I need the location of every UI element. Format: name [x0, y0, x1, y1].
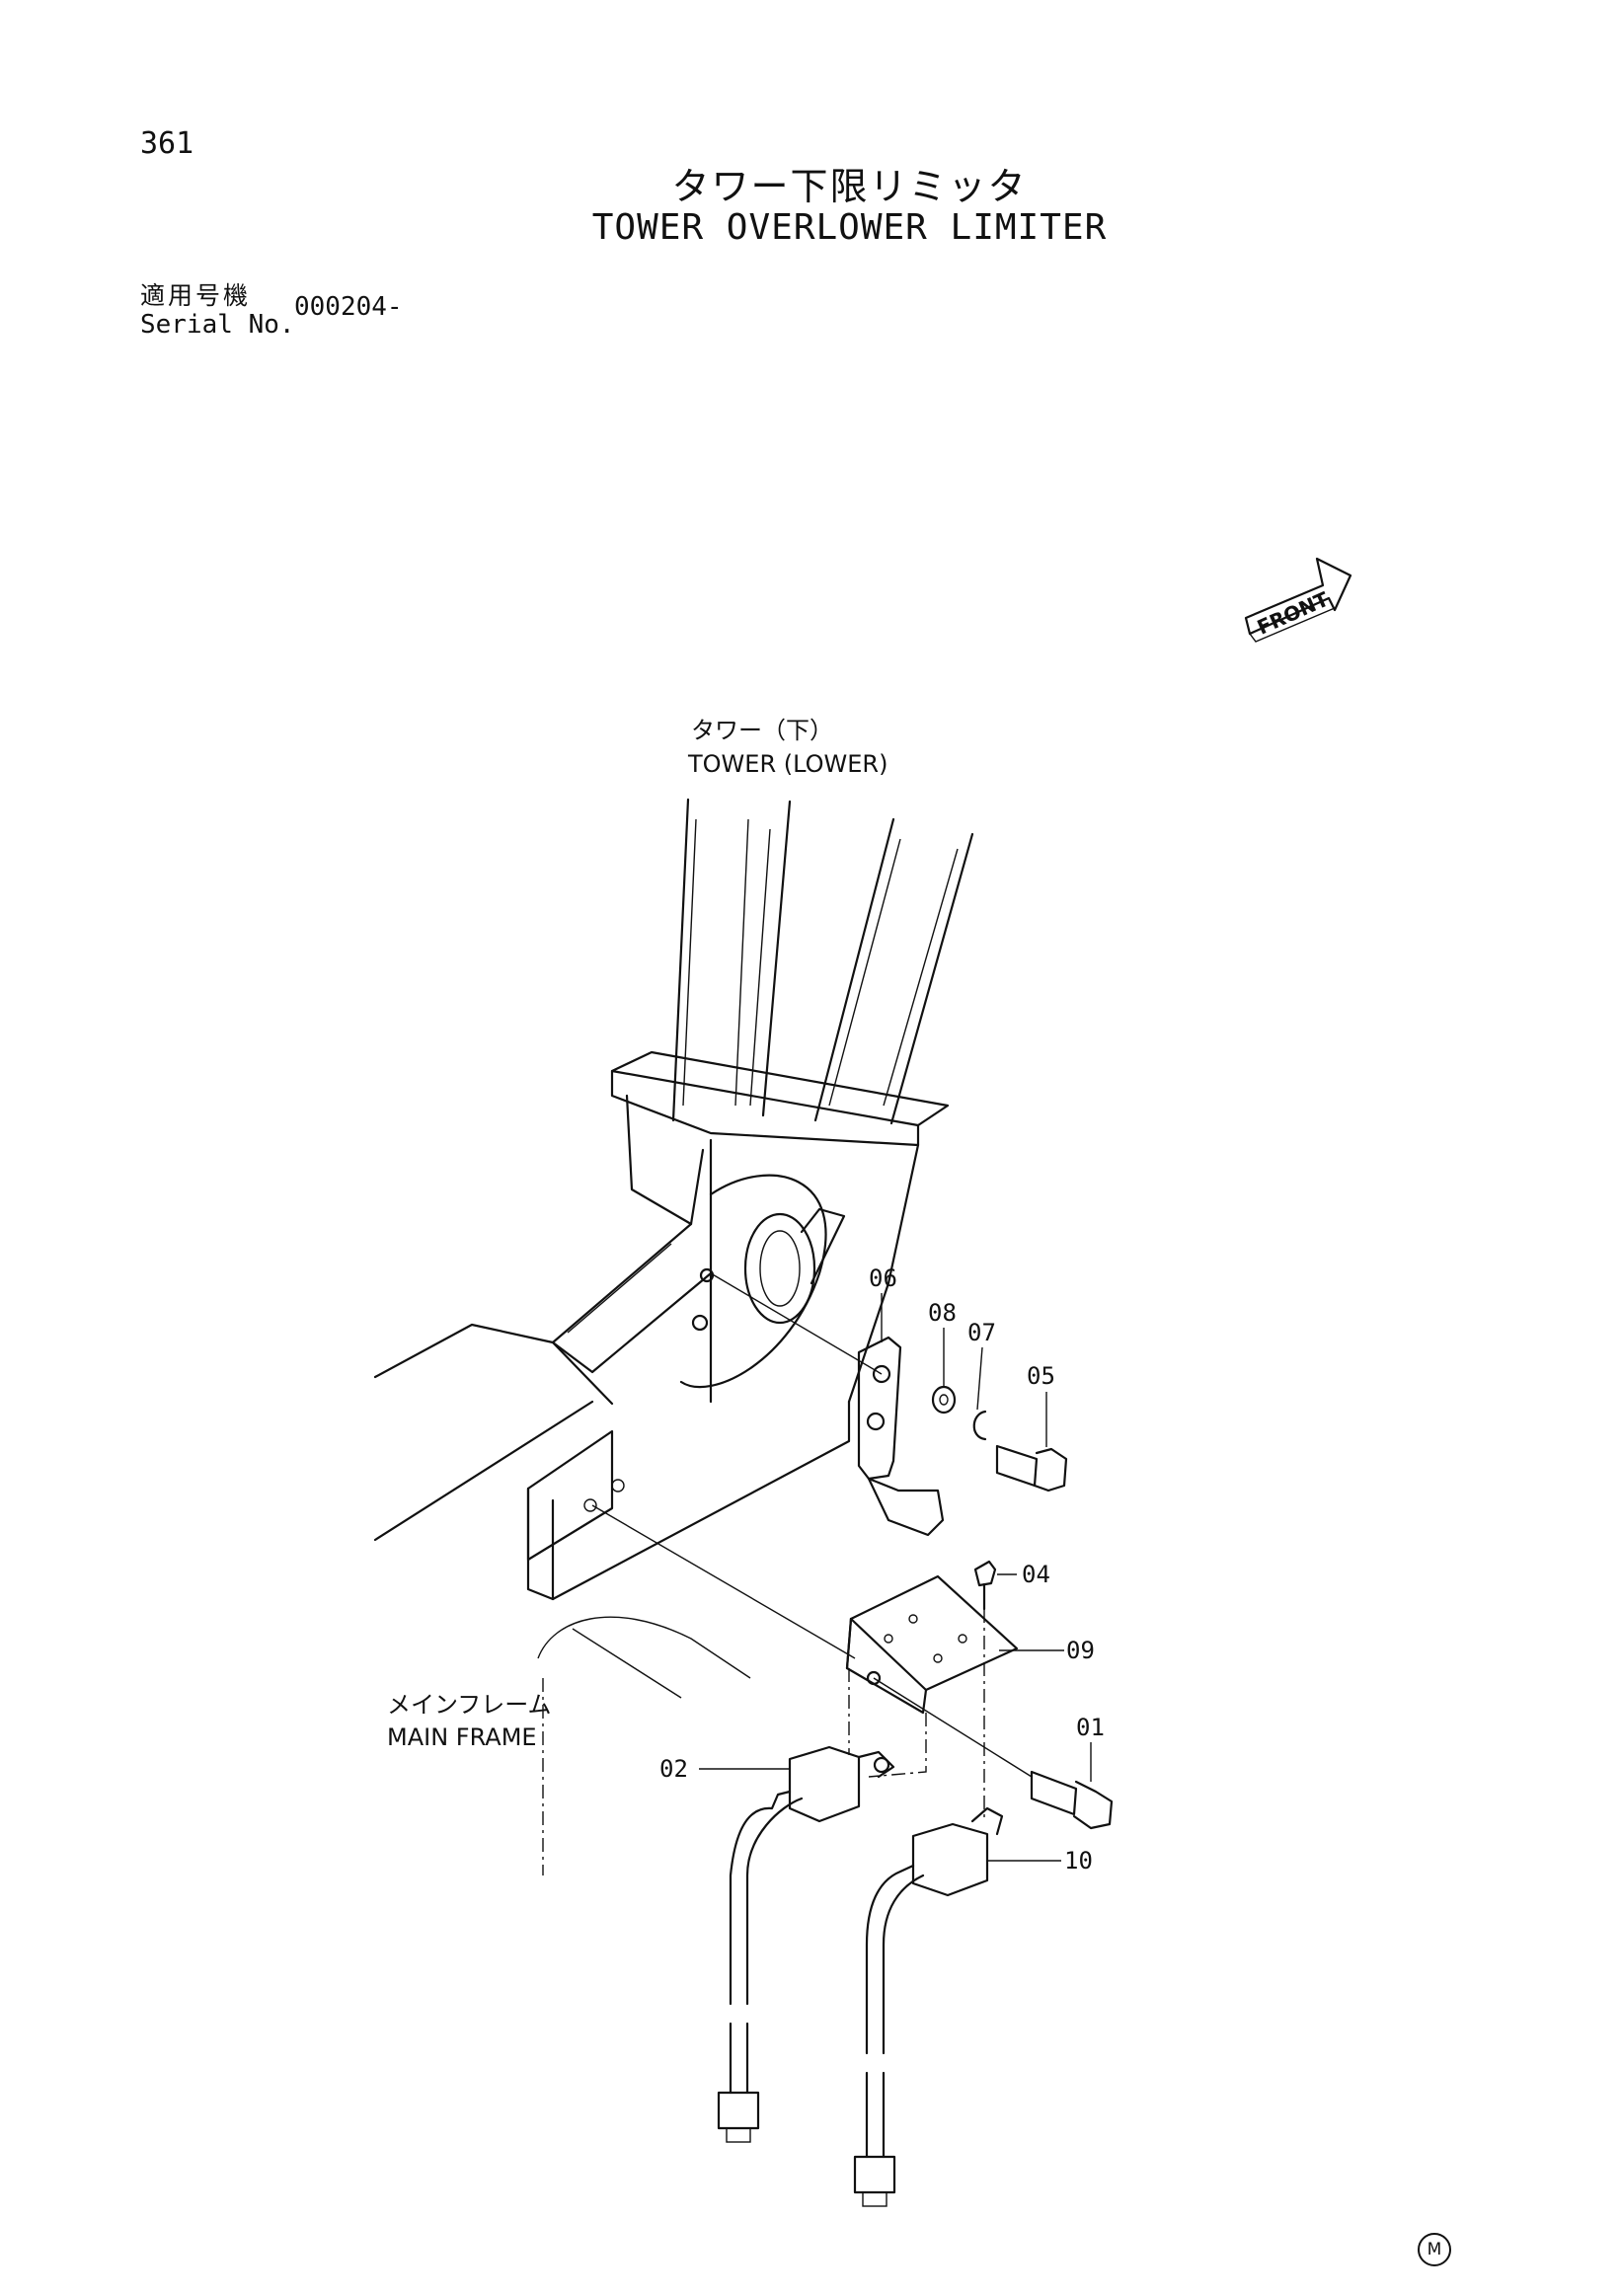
- part-number-02: 02: [659, 1755, 688, 1783]
- tower-label-japanese: タワー（下）: [691, 717, 833, 744]
- part-07-lock-washer: [972, 1410, 987, 1441]
- part-02-limit-switch: [717, 1745, 895, 2143]
- serial-label: Serial No.: [140, 310, 295, 340]
- part-05-stopper: [857, 1336, 945, 1537]
- part-09-bracket: [845, 1574, 1019, 1715]
- leader-lines: [699, 1293, 1092, 1862]
- part-06-bolt: [995, 1444, 1068, 1492]
- tower-label: TOWER (LOWER): [687, 750, 887, 778]
- part-04-screw: [973, 1560, 997, 1611]
- front-arrow-icon: FRONT: [1244, 557, 1352, 643]
- corner-mark: M: [1418, 2233, 1451, 2266]
- part-number-08: 08: [928, 1299, 957, 1327]
- part-number-04: 04: [1022, 1561, 1050, 1588]
- tower-lower-drawing: [551, 798, 974, 1404]
- part-number-05: 06: [869, 1264, 897, 1292]
- main-frame-label-japanese: メインフレーム: [387, 1691, 552, 1719]
- part-08-washer: [931, 1385, 957, 1415]
- part-number-06: 05: [1027, 1362, 1055, 1390]
- part-number-07: 07: [967, 1319, 996, 1346]
- part-01-bolt: [1030, 1770, 1114, 1830]
- part-number-09: 09: [1066, 1637, 1095, 1664]
- front-label: FRONT: [1254, 587, 1333, 640]
- page-title-japanese: タワー下限リミッタ: [671, 165, 1028, 208]
- assembly-lines: [591, 1272, 1033, 1821]
- part-number-10: 10: [1064, 1847, 1093, 1875]
- part-10-limit-switch: [853, 1806, 1004, 2207]
- serial-number-value: 000204-: [294, 292, 403, 322]
- serial-label-japanese: 適用号機: [140, 281, 252, 310]
- part-number-01: 01: [1076, 1714, 1105, 1741]
- page-number: 361: [140, 126, 194, 161]
- page-title: TOWER OVERLOWER LIMITER: [591, 207, 1108, 248]
- main-frame-drawing: [373, 1323, 851, 1875]
- main-frame-label: MAIN FRAME: [387, 1723, 537, 1751]
